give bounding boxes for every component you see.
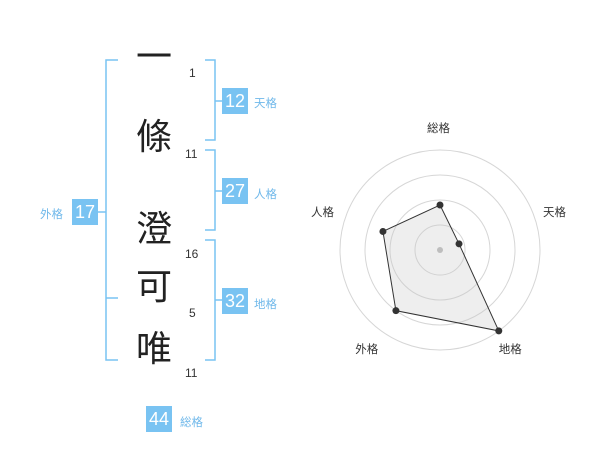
- radar-point-4: [392, 307, 400, 315]
- chikaku-label: 地格: [254, 297, 277, 311]
- radar-axis-label-4: 外格: [355, 341, 379, 356]
- name-char-1: 一: [135, 37, 172, 78]
- stroke-count-4: 5: [189, 306, 196, 320]
- stroke-count-1: 1: [189, 66, 196, 80]
- radar-axis-label-1: 総格: [427, 121, 450, 135]
- soukaku-label: 総格: [180, 415, 203, 429]
- radar-axis-label-5: 人格: [310, 205, 334, 220]
- soukaku-value-badge: 44: [146, 406, 172, 432]
- radar-point-1: [436, 201, 444, 209]
- radar-ring: [389, 199, 491, 301]
- name-char-5: 唯: [135, 329, 172, 370]
- gaikaku-label: 外格: [40, 207, 63, 221]
- stroke-count-3: 16: [185, 247, 199, 261]
- chikaku-value-badge: 32: [222, 288, 248, 314]
- stroke-count-5: 11: [185, 366, 198, 380]
- radar-point-5: [379, 227, 387, 235]
- radar-center: [437, 247, 443, 253]
- jinkaku-label: 人格: [254, 187, 277, 201]
- name-char-2: 條: [135, 117, 172, 158]
- radar-axis-label-2: 天格: [543, 205, 567, 220]
- radar-ring: [339, 149, 541, 351]
- gaikaku-value-badge: 17: [72, 199, 98, 225]
- jinkaku-value-badge: 27: [222, 178, 248, 204]
- stroke-count-2: 11: [185, 147, 198, 161]
- name-char-4: 可: [135, 267, 172, 308]
- radar-ring: [364, 174, 516, 326]
- tenkaku-value-badge: 12: [222, 88, 248, 114]
- radar-point-3: [495, 327, 503, 335]
- radar-axis-label-3: 地格: [498, 341, 522, 356]
- radar-series-shape: [382, 204, 500, 332]
- radar-ring: [414, 224, 466, 276]
- tenkaku-label: 天格: [254, 96, 277, 110]
- name-char-3: 澄: [135, 209, 172, 250]
- radar-point-2: [455, 240, 463, 248]
